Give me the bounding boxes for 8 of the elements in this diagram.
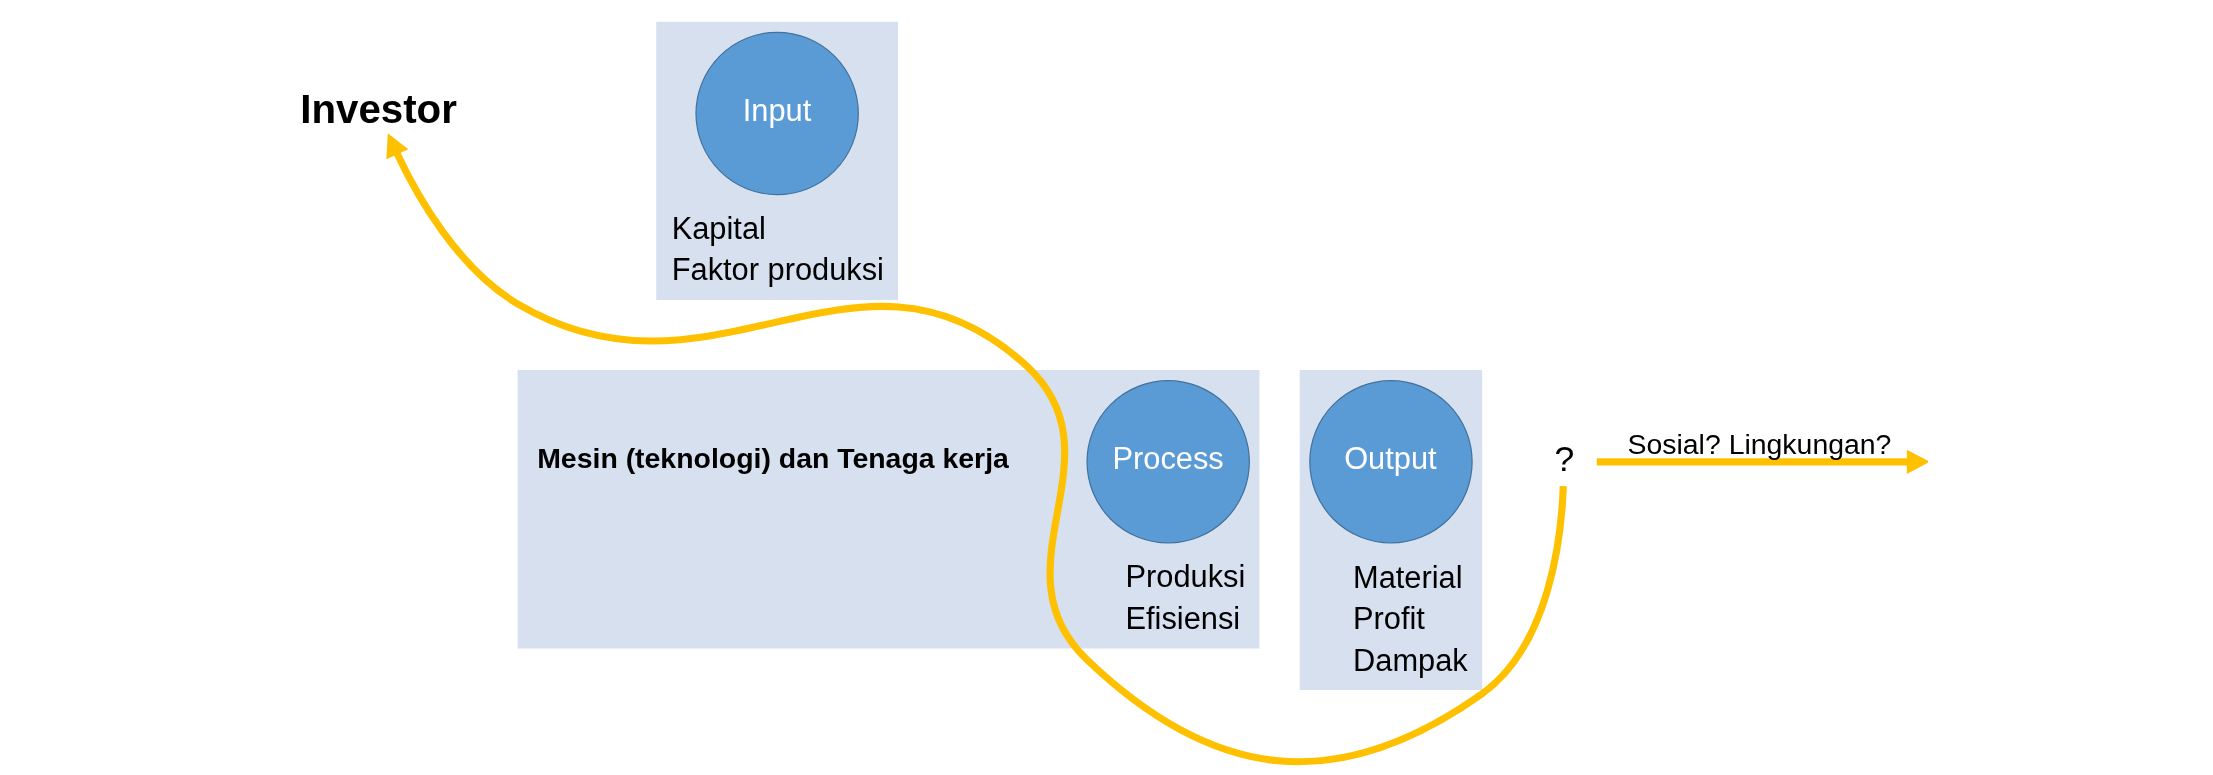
node-label: Mesin (teknologi) dan Tenaga kerja (536, 442, 1009, 475)
node-text: Investor (299, 86, 457, 132)
node-text: ? (1553, 438, 1574, 479)
edge-label: Sosial? Lingkungan? (1627, 427, 1891, 460)
node-circle: Input (694, 31, 859, 196)
node-circle: Output (1308, 380, 1473, 544)
arrow (385, 133, 1567, 765)
node-circle: Process (1085, 380, 1250, 544)
